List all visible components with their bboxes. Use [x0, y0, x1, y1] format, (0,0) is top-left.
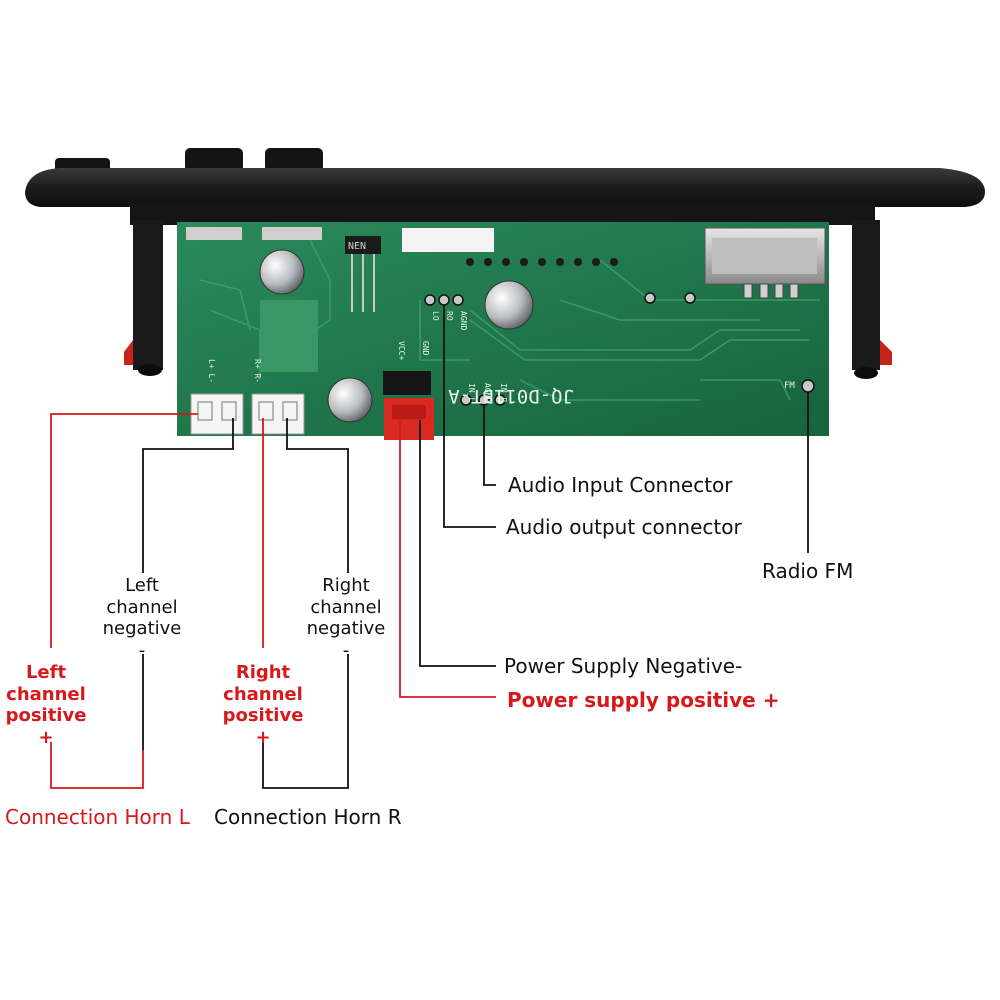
power-connector — [384, 398, 434, 440]
label-horn-r: Connection Horn R — [214, 805, 402, 829]
silk-left: L+ L- — [207, 359, 216, 383]
silk-ro: RO — [445, 311, 454, 321]
leader-left-negative — [142, 418, 234, 573]
label-power-negative: Power Supply Negative- — [504, 654, 743, 678]
silk-in-r: IN_R — [499, 383, 508, 402]
silk-fm: FM — [784, 381, 795, 391]
silk-gnd: GND — [421, 341, 430, 356]
silk-right: R+ R- — [253, 359, 262, 383]
leader-right-positive-low — [262, 742, 349, 789]
label-radio-fm: Radio FM — [762, 559, 854, 583]
label-audio-input: Audio Input Connector — [508, 473, 733, 497]
label-horn-l: Connection Horn L — [5, 805, 190, 829]
silk-agnd-out: AGND — [459, 311, 468, 330]
label-power-positive: Power supply positive + — [507, 688, 780, 712]
speaker-connectors — [190, 393, 305, 435]
leader-power-negative — [419, 420, 496, 667]
leader-left-positive-low — [50, 742, 144, 789]
leader-audio-output — [443, 305, 496, 528]
front-bezel — [25, 148, 985, 379]
silk-in-l: IN_L — [467, 383, 476, 402]
silk-chip: NEN — [348, 241, 366, 252]
silk-agnd-in: AGND — [483, 383, 492, 402]
leader-left-positive — [50, 413, 198, 648]
label-audio-output: Audio output connector — [506, 515, 742, 539]
leader-power-positive — [399, 420, 496, 698]
leader-audio-input — [483, 404, 496, 486]
leader-right-negative — [286, 418, 349, 573]
silk-lo: LO — [431, 311, 440, 321]
pcb: JQ-D011BT-A LO RO AGND GND VCC+ L+ L- R+… — [177, 222, 829, 440]
silk-model: JQ-D011BT-A — [448, 385, 574, 407]
leader-lines — [50, 305, 809, 789]
silk-vcc: VCC+ — [397, 341, 406, 360]
